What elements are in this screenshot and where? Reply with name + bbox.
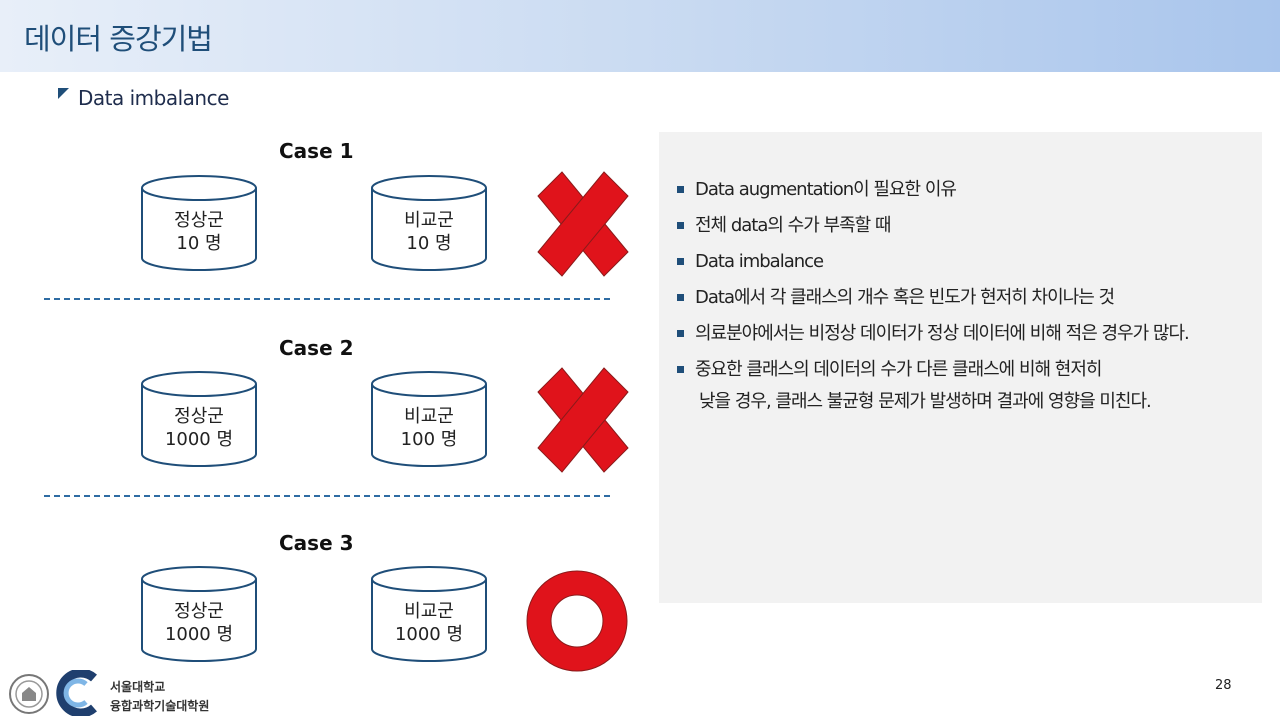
cylinder-icon (141, 566, 257, 662)
bullet-item: Data imbalance (677, 244, 1189, 280)
explanation-panel: Data augmentation이 필요한 이유 전체 data의 수가 부족… (659, 132, 1262, 603)
group-name: 비교군 (404, 601, 454, 622)
group-count: 1000 명 (164, 429, 234, 450)
slide-title: 데이터 증강기법 (24, 22, 213, 56)
university-seal-icon (9, 674, 49, 714)
group-name: 정상군 (174, 406, 224, 427)
case-3-normal-group: 정상군 1000 명 (142, 600, 256, 646)
o-mark-icon (526, 570, 628, 672)
x-mark-icon (537, 171, 629, 277)
cylinder-icon (371, 371, 487, 467)
bullet-item: 의료분야에서는 비정상 데이터가 정상 데이터에 비해 적은 경우가 많다. (677, 316, 1190, 352)
group-name: 정상군 (174, 210, 224, 231)
bullet-continuation: 낮을 경우, 클래스 불균형 문제가 발생하며 결과에 영향을 미친다. (699, 391, 1152, 412)
group-count: 10 명 (176, 233, 222, 254)
cylinder-icon (141, 371, 257, 467)
bullet-item: 전체 data의 수가 부족할 때 (677, 208, 1189, 244)
case-1-label: Case 1 (279, 139, 354, 163)
case-3-compare-group: 비교군 1000 명 (372, 600, 486, 646)
group-count: 100 명 (400, 429, 458, 450)
org-name: 서울대학교 (110, 680, 166, 694)
case-divider (44, 495, 610, 497)
bullet-list: Data augmentation이 필요한 이유 전체 data의 수가 부족… (677, 172, 1190, 388)
group-name: 정상군 (174, 601, 224, 622)
bullet-item: 중요한 클래스의 데이터의 수가 다른 클래스에 비해 현저히 (677, 352, 1189, 388)
cylinder-icon (371, 566, 487, 662)
group-name: 비교군 (404, 210, 454, 231)
case-divider (44, 298, 610, 300)
graduate-school-logo-icon (56, 670, 97, 716)
case-3-label: Case 3 (279, 531, 354, 555)
section-title: Data imbalance (78, 86, 229, 110)
case-1-normal-group: 정상군 10 명 (142, 209, 256, 255)
x-mark-icon (537, 367, 629, 473)
org-subname: 융합과학기술대학원 (110, 699, 210, 713)
case-2-normal-group: 정상군 1000 명 (142, 405, 256, 451)
case-2-compare-group: 비교군 100 명 (372, 405, 486, 451)
section-marker-icon (58, 88, 69, 99)
group-count: 1000 명 (394, 624, 464, 645)
case-1-compare-group: 비교군 10 명 (372, 209, 486, 255)
slide-header: 데이터 증강기법 (0, 0, 1280, 72)
bullet-item: Data에서 각 클래스의 개수 혹은 빈도가 현저히 차이나는 것 (677, 280, 1189, 316)
group-name: 비교군 (404, 406, 454, 427)
group-count: 10 명 (406, 233, 452, 254)
group-count: 1000 명 (164, 624, 234, 645)
page-number: 28 (1215, 678, 1232, 693)
cylinder-icon (371, 175, 487, 271)
case-2-label: Case 2 (279, 336, 354, 360)
cylinder-icon (141, 175, 257, 271)
bullet-item: Data augmentation이 필요한 이유 (677, 172, 1189, 208)
